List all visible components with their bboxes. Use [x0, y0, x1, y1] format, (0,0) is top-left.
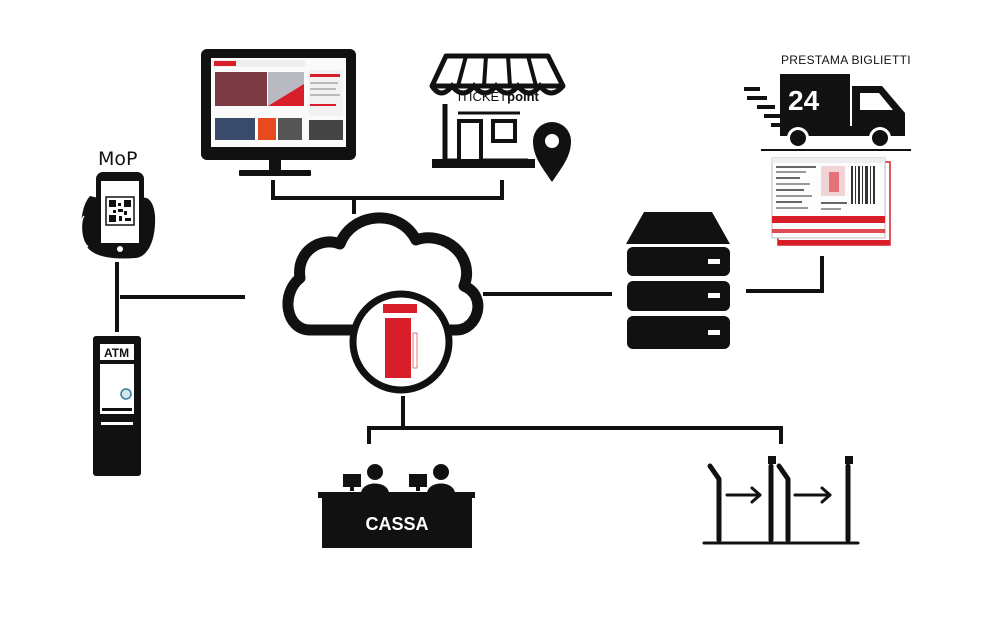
printed-ticket-icon	[771, 157, 891, 246]
turnstile-icon	[702, 456, 860, 545]
brand-logo-icon	[349, 290, 453, 394]
server-icon	[626, 212, 730, 349]
connector-top-bracket	[271, 180, 504, 200]
ticket-shop-icon: iTICKETpoint	[429, 53, 566, 168]
smartphone-qr-icon	[80, 172, 156, 259]
truck-number-label: 24	[788, 85, 820, 116]
shop-brand-label: iTICKETpoint	[458, 89, 540, 104]
connector-bottom-bracket	[367, 426, 783, 444]
delivery-truck-icon: 24	[744, 74, 911, 151]
atm-label: ATM	[104, 346, 129, 360]
connector-lines	[115, 180, 824, 444]
cassa-label: CASSA	[365, 514, 428, 534]
location-pin-icon	[533, 122, 571, 182]
prestama-biglietti-label: PRESTAMA BIGLIETTI	[781, 53, 911, 67]
monitor-icon	[201, 49, 356, 176]
cashier-desk-icon: CASSA	[318, 464, 475, 548]
connector-server-ticket	[746, 256, 824, 293]
mop-label: MoP	[98, 148, 138, 170]
atm-icon: ATM	[93, 336, 141, 476]
